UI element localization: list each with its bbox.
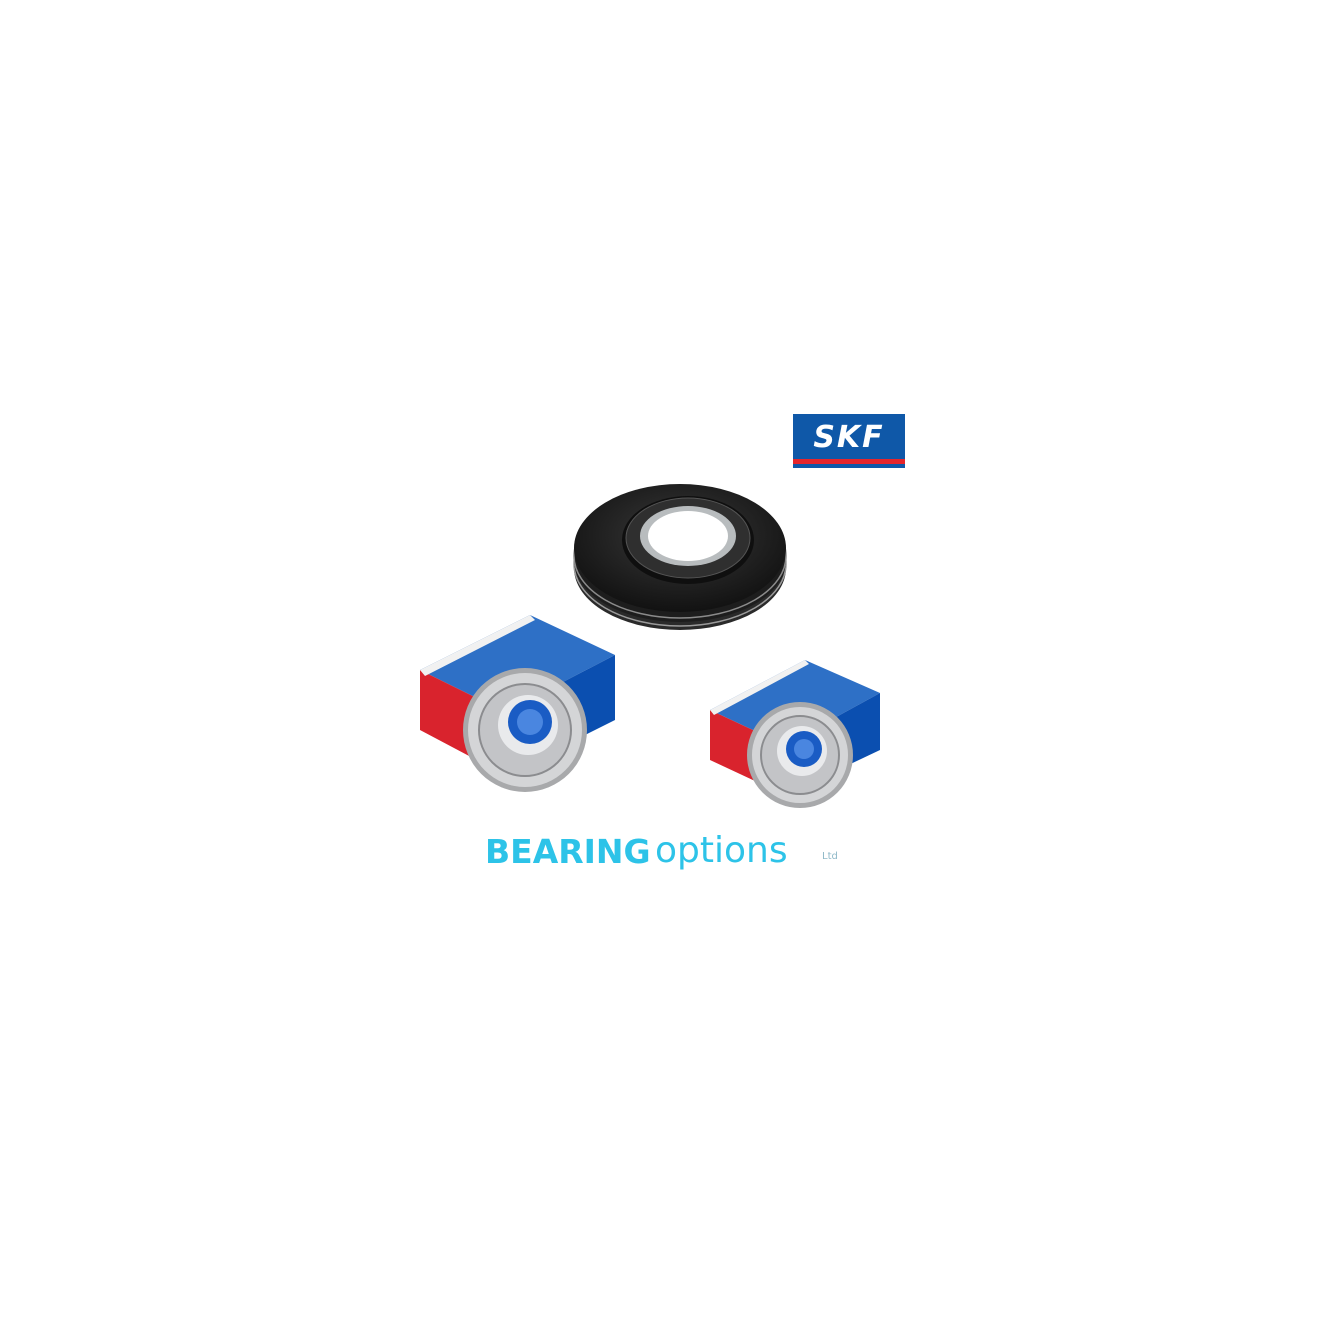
brand-word-bearing: BEARING [485, 832, 651, 871]
bearing-with-box-left [420, 615, 615, 792]
skf-logo-stripe [793, 459, 905, 464]
brand-word-options: options [655, 830, 788, 871]
bearing-with-box-right [710, 660, 880, 808]
bearing-options-logo: BEARING options Ltd [485, 828, 865, 876]
skf-logo-text: SKF [813, 420, 885, 455]
skf-logo: SKF [793, 414, 905, 468]
shaft-seal-image [573, 484, 787, 630]
brand-ltd: Ltd [822, 851, 838, 862]
